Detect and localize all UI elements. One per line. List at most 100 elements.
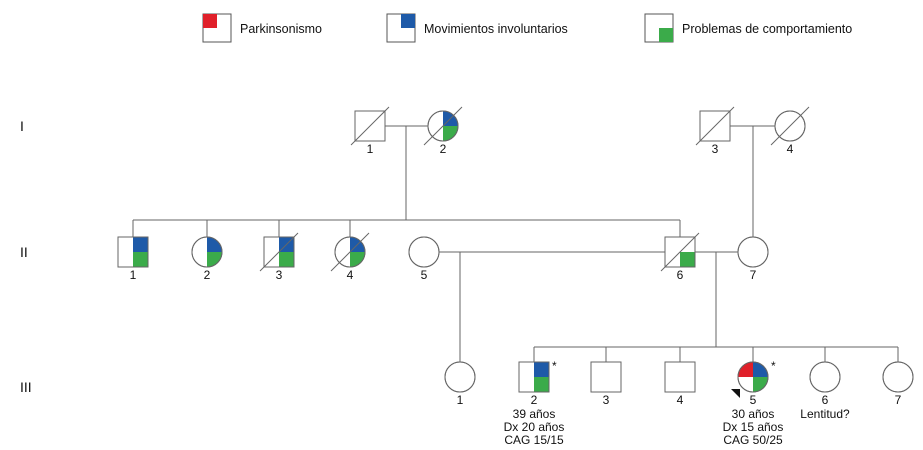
legend-item: Movimientos involuntarios [386, 13, 568, 43]
affected-quadrant [534, 362, 549, 377]
affected-quadrant [207, 237, 222, 252]
individual-ii-4: 4 [330, 232, 370, 282]
individual-ii-3: 3 [259, 232, 299, 282]
affected-quadrant [279, 252, 294, 267]
individual-ii-7: 7 [737, 236, 769, 282]
affected-quadrant [207, 252, 222, 267]
individual-number: 5 [750, 393, 757, 407]
individual-note: 39 años [513, 407, 556, 421]
generation-label: II [20, 244, 28, 260]
individual-note: Dx 20 años [504, 420, 565, 434]
male-symbol [664, 361, 696, 393]
individual-number: 2 [531, 393, 538, 407]
individual-i-4: 4 [770, 106, 810, 156]
deceased-slash [259, 232, 299, 272]
individual-number: 2 [204, 268, 211, 282]
individual-iii-4: 4 [664, 361, 696, 407]
individual-number: 4 [677, 393, 684, 407]
individual-iii-7: 7 [882, 361, 914, 407]
legend-swatch-fill [203, 14, 217, 28]
affected-quadrant [534, 377, 549, 392]
legend-swatch-fill [401, 14, 415, 28]
deceased-slash [330, 232, 370, 272]
symbol-outline [809, 361, 841, 393]
generation-label: I [20, 118, 24, 134]
deceased-slash [350, 106, 390, 146]
legend-label: Movimientos involuntarios [424, 22, 568, 36]
legend-item: Problemas de comportamiento [644, 13, 852, 43]
affected-quadrant [738, 362, 753, 377]
symbol-outline [590, 361, 622, 393]
symbol-outline [263, 236, 295, 268]
legend-swatch-fill [659, 28, 673, 42]
affected-quadrant [753, 377, 768, 392]
symbol-outline [774, 110, 806, 142]
asterisk-marker: * [552, 359, 557, 373]
symbol-outline [664, 236, 696, 268]
deceased-slash [660, 232, 700, 272]
individual-ii-1: 1 [117, 236, 149, 282]
affected-quadrant [350, 252, 365, 267]
individual-note: CAG 50/25 [723, 433, 783, 447]
individual-number: 3 [603, 393, 610, 407]
individual-number: 1 [130, 268, 137, 282]
legend: Parkinsonismo Movimientos involuntarios Pr… [202, 13, 852, 43]
deceased-slash [770, 106, 810, 146]
individual-ii-5: 5 [408, 236, 440, 282]
individual-number: 2 [440, 142, 447, 156]
symbol-outline [699, 110, 731, 142]
deceased-slash [423, 106, 463, 146]
asterisk-marker: * [771, 359, 776, 373]
proband-arrow [731, 389, 740, 398]
individual-note: CAG 15/15 [504, 433, 564, 447]
symbol-outline [518, 361, 550, 393]
symbol-outline [427, 110, 459, 142]
male-symbol [590, 361, 622, 393]
deceased-slash [695, 106, 735, 146]
legend-label: Parkinsonismo [240, 22, 322, 36]
individual-number: 4 [347, 268, 354, 282]
symbol-outline [444, 361, 476, 393]
legend-item: Parkinsonismo [202, 13, 322, 43]
individual-number: 7 [750, 268, 757, 282]
individual-ii-2: 2 [191, 236, 223, 282]
individual-number: 3 [276, 268, 283, 282]
individual-number: 1 [367, 142, 374, 156]
individual-number: 6 [677, 268, 684, 282]
individual-iii-1: 1 [444, 361, 476, 407]
affected-quadrant [753, 362, 768, 377]
affected-quadrant [133, 237, 148, 252]
symbol-outline [664, 361, 696, 393]
affected-quadrant [443, 126, 458, 141]
individual-i-2: 2 [423, 106, 463, 156]
individual-note: Lentitud? [800, 407, 850, 421]
individual-number: 5 [421, 268, 428, 282]
individual-number: 1 [457, 393, 464, 407]
symbol-outline [737, 236, 769, 268]
individual-note: Dx 15 años [723, 420, 784, 434]
individual-number: 4 [787, 142, 794, 156]
individual-i-1: 1 [350, 106, 390, 156]
symbol-outline [117, 236, 149, 268]
symbol-outline [408, 236, 440, 268]
individual-number: 6 [822, 393, 829, 407]
affected-quadrant [680, 252, 695, 267]
symbol-outline [191, 236, 223, 268]
individual-ii-6: 6 [660, 232, 700, 282]
individual-number: 3 [712, 142, 719, 156]
legend-label: Problemas de comportamiento [682, 22, 852, 36]
symbol-outline [882, 361, 914, 393]
symbol-outline [334, 236, 366, 268]
affected-quadrant [133, 252, 148, 267]
generation-label: III [20, 379, 32, 395]
individual-note: 30 años [732, 407, 775, 421]
symbol-outline [737, 361, 769, 393]
individual-iii-3: 3 [590, 361, 622, 407]
pedigree-lines [132, 125, 899, 362]
